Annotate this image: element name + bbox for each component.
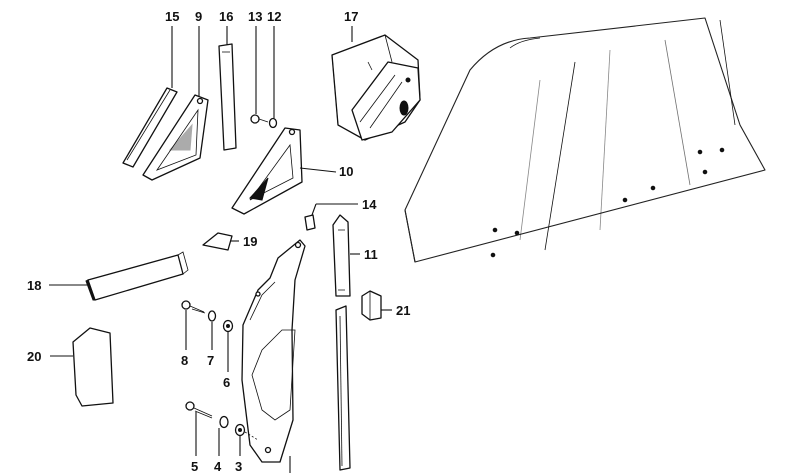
callout-6: 6 [223, 375, 230, 390]
callout-17: 17 [344, 9, 358, 24]
callout-21: 21 [396, 303, 410, 318]
callout-4: 4 [214, 459, 222, 473]
washer-12-part [268, 117, 278, 129]
callout-labels: 15 9 16 13 12 17 10 14 19 11 18 21 20 8 … [27, 9, 410, 473]
block-18-part [85, 251, 189, 301]
callout-12: 12 [267, 9, 281, 24]
callout-11: 11 [364, 247, 378, 262]
clip-21-part [361, 290, 382, 321]
callout-5: 5 [191, 459, 198, 473]
quarter-trim-panel-part [241, 239, 306, 463]
callout-16: 16 [219, 9, 233, 24]
bracket-17-part [331, 34, 421, 141]
callout-18: 18 [27, 278, 41, 293]
washer-7-part [207, 310, 217, 322]
washer-4-part [219, 415, 229, 429]
screw-8-part [181, 300, 206, 314]
washer-6-part [222, 319, 234, 333]
trim-9-part [142, 94, 209, 181]
callout-8: 8 [181, 353, 188, 368]
trim-10-part [231, 127, 303, 215]
callout-7: 7 [207, 353, 214, 368]
washer-3-part [234, 423, 259, 441]
callout-10: 10 [339, 164, 353, 179]
pad-20-part [72, 327, 114, 407]
wedge-19-part [202, 232, 233, 251]
callout-9: 9 [195, 9, 202, 24]
callout-3: 3 [235, 459, 242, 473]
screw-13-part [250, 114, 269, 124]
strip-15-part [122, 87, 178, 168]
leader-lines [49, 26, 392, 473]
door-glass-part [404, 17, 766, 263]
callout-14: 14 [362, 197, 377, 212]
callout-19: 19 [243, 234, 257, 249]
seal-16-part [218, 43, 237, 151]
pillar-seal-11-part [332, 214, 351, 471]
callout-20: 20 [27, 349, 41, 364]
callout-15: 15 [165, 9, 179, 24]
screw-5-part [185, 401, 213, 419]
callout-13: 13 [248, 9, 262, 24]
clip-14-part [304, 214, 316, 231]
